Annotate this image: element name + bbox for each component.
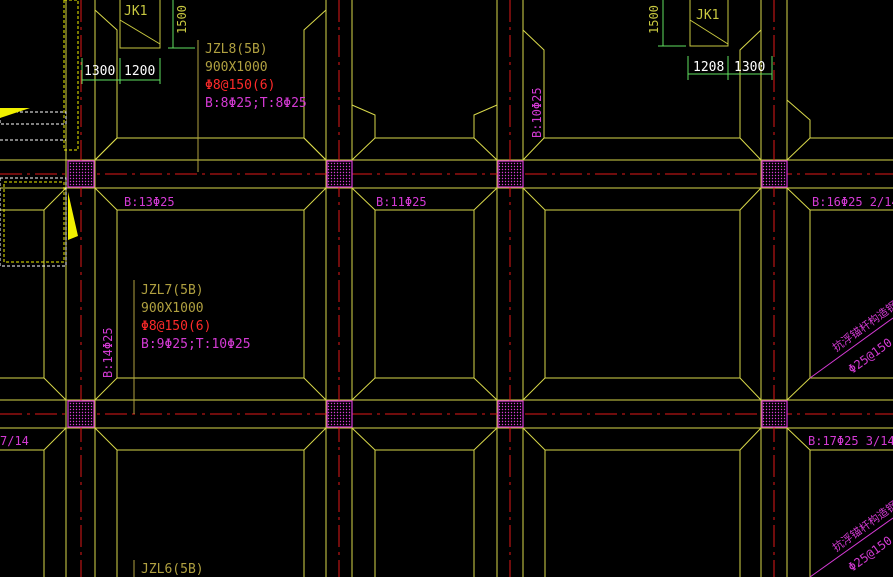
column bbox=[326, 400, 353, 428]
pile-jk1-right: JK1 1500 1208 1300 bbox=[647, 0, 773, 80]
pile-dim-vertical: 1500 bbox=[647, 5, 661, 34]
column bbox=[497, 160, 524, 188]
beam-rebar: B:8Φ25;T:8Φ25 bbox=[205, 96, 307, 111]
beam-stirrup: Φ8@150(6) bbox=[141, 319, 211, 334]
beam-name: JZL6(5B) bbox=[141, 562, 204, 577]
column bbox=[326, 160, 353, 188]
beam-rebar: B:9Φ25;T:10Φ25 bbox=[141, 337, 251, 352]
left-wall-element bbox=[0, 0, 79, 267]
column bbox=[761, 160, 788, 188]
beam-name: JZL8(5B) bbox=[205, 42, 268, 57]
pile-dim-a: 1208 bbox=[693, 60, 724, 75]
pile-dim-b: 1200 bbox=[124, 64, 155, 79]
pile-jk1-left: JK1 1500 1300 1200 bbox=[81, 0, 195, 84]
pile-dim-b: 1300 bbox=[734, 60, 765, 75]
beam-size: 900X1000 bbox=[141, 301, 204, 316]
column bbox=[67, 160, 95, 188]
column bbox=[67, 400, 95, 428]
beam-stirrup: Φ8@150(6) bbox=[205, 78, 275, 93]
column bbox=[497, 400, 524, 428]
beam-size: 900X1000 bbox=[205, 60, 268, 75]
rebar-note-row2-left: 7/14 bbox=[0, 434, 29, 448]
pile-dim-vertical: 1500 bbox=[175, 5, 189, 34]
pile-label: JK1 bbox=[696, 8, 719, 23]
pile-label: JK1 bbox=[124, 4, 147, 19]
rebar-note-row1-a: B:13Φ25 bbox=[124, 195, 175, 209]
beam-label-jzl8: JZL8(5B) 900X1000 Φ8@150(6) B:8Φ25;T:8Φ2… bbox=[197, 40, 307, 172]
rebar-note-row2-right: B:17Φ25 3/14 bbox=[808, 434, 893, 448]
beam-label-jzl7: JZL7(5B) 900X1000 Φ8@150(6) B:9Φ25;T:10Φ… bbox=[133, 280, 251, 414]
rebar-note-left-vertical: B:14Φ25 bbox=[101, 327, 115, 378]
beam-label-jzl6: JZL6(5B) bbox=[133, 560, 204, 577]
columns bbox=[67, 160, 788, 428]
rebar-note-row1-c: B:16Φ25 2/14 bbox=[812, 195, 893, 209]
rebar-note-top-vertical: B:10Φ25 bbox=[530, 87, 544, 138]
column bbox=[761, 400, 788, 428]
rebar-note-row1-b: B:11Φ25 bbox=[376, 195, 427, 209]
beam-name: JZL7(5B) bbox=[141, 283, 204, 298]
pile-dim-a: 1300 bbox=[84, 64, 115, 79]
